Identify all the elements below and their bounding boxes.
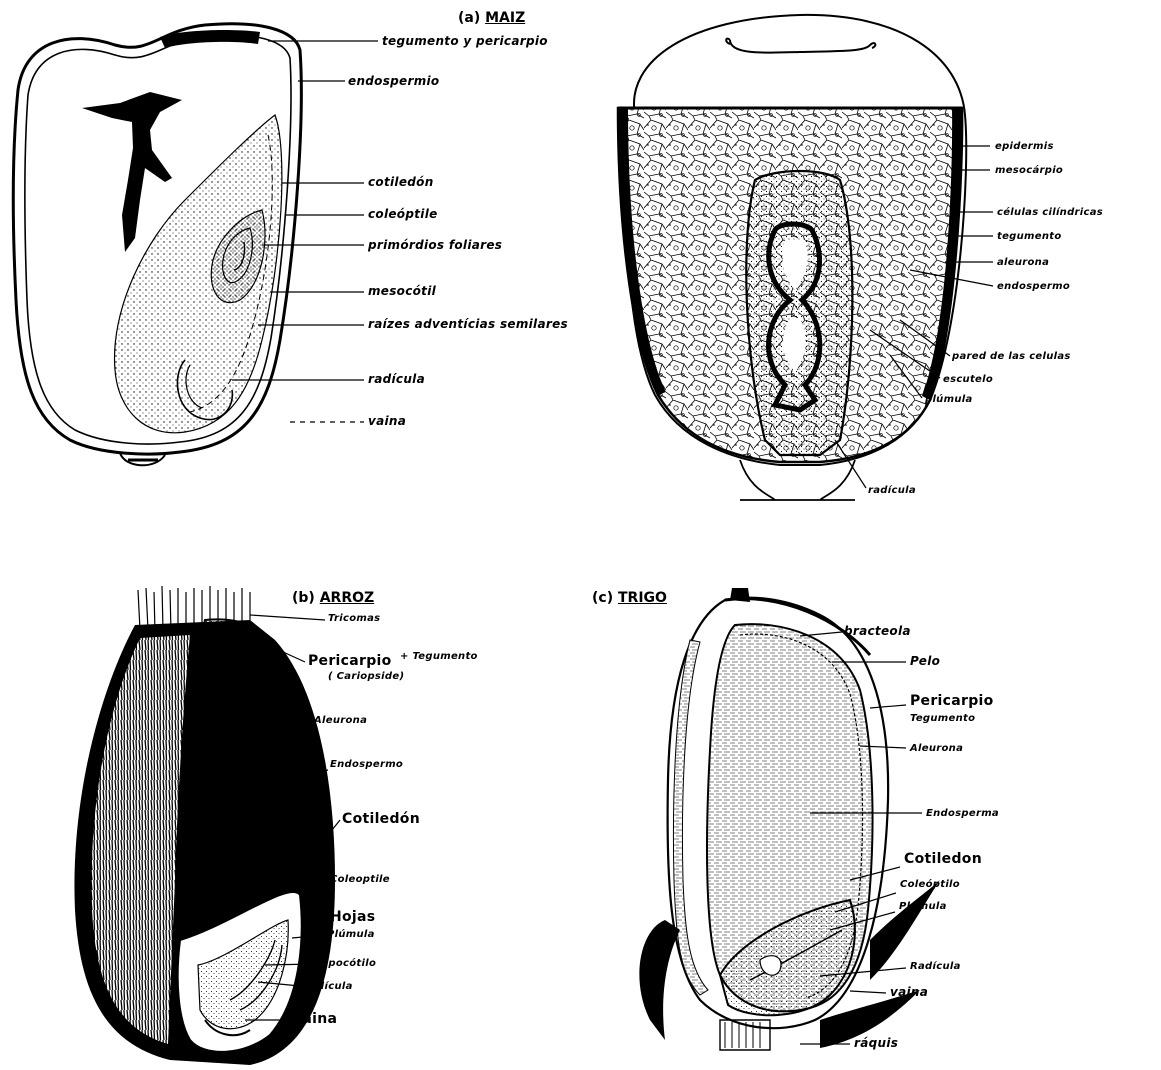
trigo-title: (c) TRIGO (592, 590, 667, 606)
maiz-label-aleurona: aleurona (997, 256, 1049, 270)
maiz-label-pared: pared de las celulas (952, 350, 1071, 364)
maiz-title-text: MAIZ (485, 10, 525, 26)
maiz-title-letter: (a) (458, 10, 480, 26)
arroz-label-hojas: Hojas (330, 910, 375, 924)
maiz-section-drawing (600, 0, 1161, 510)
maiz-label-raizes: raízes adventícias semilares (368, 317, 568, 331)
trigo-panel: (c) TRIGO bracteola Pelo Pericarpio Tegu… (570, 580, 1161, 1070)
maiz-label-epidermis: epidermis (995, 140, 1054, 154)
maiz-label-vaina: vaina (368, 414, 406, 428)
trigo-label-raquis: ráquis (854, 1036, 898, 1050)
trigo-label-aleurona: Aleurona (910, 742, 963, 756)
trigo-label-radicula: Radícula (910, 960, 961, 974)
trigo-label-pericarpio: Pericarpio (910, 694, 994, 708)
maiz-label-plumula: plúmula (925, 393, 973, 407)
maiz-label-tegumento: tegumento y pericarpio (382, 34, 548, 48)
maiz-label-coleoptile: coleóptile (368, 207, 438, 221)
arroz-title-text: ARROZ (320, 590, 374, 606)
trigo-label-bracteola: bracteola (844, 624, 911, 638)
arroz-panel: (b) ARROZ Tricomas Pericarpio + Tegument… (0, 580, 560, 1070)
maiz-title: (a) MAIZ (458, 10, 525, 26)
arroz-label-cotiledon: Cotiledón (342, 812, 420, 826)
maiz-label-escutelo: escutelo (943, 373, 993, 387)
trigo-title-text: TRIGO (618, 590, 667, 606)
maiz-longitudinal-drawing (0, 0, 620, 500)
arroz-label-tricomas: Tricomas (328, 612, 380, 626)
trigo-label-pelo: Pelo (910, 654, 940, 668)
arroz-label-aleurona: Aleurona (314, 714, 367, 728)
arroz-label-hipocotilo: Hipocótilo (316, 957, 376, 971)
trigo-label-vaina: vaina (890, 985, 928, 999)
maiz-label-cotiledon: cotiledón (368, 175, 434, 189)
arroz-title-letter: (b) (292, 590, 315, 606)
maiz-label-endospermo: endospermo (997, 280, 1070, 294)
arroz-label-pericarpio: Pericarpio (308, 654, 392, 668)
arroz-label-radicula: Radícula (302, 980, 353, 994)
maiz-label-mesocotil: mesocótil (368, 284, 436, 298)
arroz-label-coleoptile: Coleoptile (330, 873, 390, 887)
arroz-title: (b) ARROZ (292, 590, 374, 606)
maiz-longitudinal-panel: (a) MAIZ tegumento y pericarpio endosper… (0, 0, 620, 500)
arroz-label-vaina: Vaina (292, 1012, 337, 1026)
maiz-label-mesocarpio: mesocárpio (995, 164, 1063, 178)
trigo-label-coleoptile: Coleóptilo (900, 878, 960, 892)
maiz-label-radicula-section: radícula (868, 484, 916, 498)
maiz-label-endospermio: endospermio (348, 74, 439, 88)
maiz-label-celulas: células cilíndricas (997, 206, 1103, 220)
trigo-label-endospermo: Endosperma (926, 807, 999, 821)
trigo-drawing (570, 580, 1161, 1070)
trigo-label-cotiledon: Cotiledon (904, 852, 982, 866)
arroz-label-plumula: Plúmula (327, 928, 375, 942)
maiz-label-tegumento-section: tegumento (997, 230, 1062, 244)
maiz-section-panel: epidermis mesocárpio células cilíndricas… (600, 0, 1161, 510)
trigo-label-plumula: Plúmula (899, 900, 947, 914)
arroz-label-tegumento: + Tegumento (400, 650, 478, 664)
maiz-label-radicula: radícula (368, 372, 425, 386)
trigo-title-letter: (c) (592, 590, 613, 606)
arroz-label-endospermo: Endospermo (330, 758, 403, 772)
maiz-label-primordios: primórdios foliares (368, 238, 502, 252)
arroz-label-cariopside: ( Cariopside) (328, 670, 404, 684)
trigo-label-tegumento: Tegumento (910, 712, 975, 726)
